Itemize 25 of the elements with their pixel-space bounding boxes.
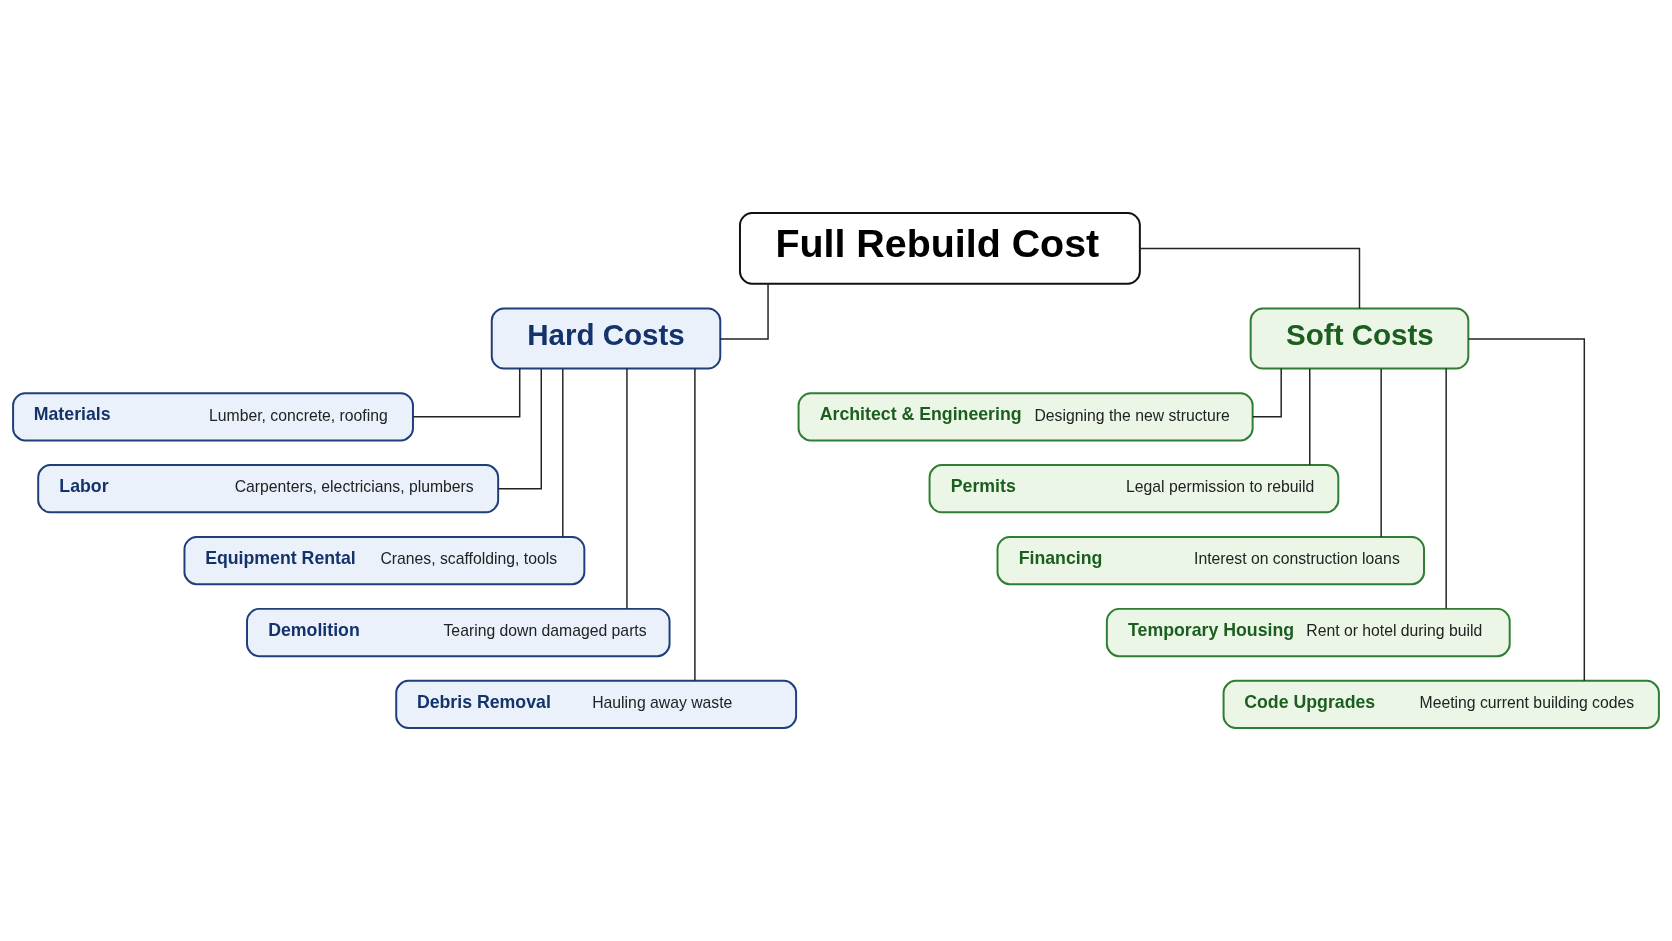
node-box: Architect & Engineering Designing the new structure <box>797 392 1254 442</box>
node-box: Permits Legal permission to rebuild <box>928 464 1340 514</box>
connector <box>1309 368 1311 466</box>
connector <box>1252 367 1282 418</box>
node-box: Hard Costs <box>490 307 722 370</box>
connector <box>562 368 564 538</box>
connector <box>719 283 769 340</box>
connector <box>694 368 696 682</box>
node-box: Debris Removal Hauling away waste <box>395 679 798 730</box>
node-box: Demolition Tearing down damaged parts <box>246 607 671 658</box>
connector <box>497 368 542 490</box>
node-box: Soft Costs <box>1249 307 1470 370</box>
node-box: Temporary Housing Rent or hotel during build <box>1105 607 1511 658</box>
connector <box>626 367 628 610</box>
node-box: Equipment Rental Cranes, scaffolding, tools <box>183 536 586 586</box>
node-box: Full Rebuild Cost <box>739 211 1141 285</box>
connector <box>412 367 521 418</box>
connector <box>1380 368 1382 538</box>
connector <box>1445 367 1447 610</box>
connector <box>1467 338 1586 682</box>
node-box: Labor Carpenters, electricians, plumbers <box>37 464 500 514</box>
node-box: Financing Interest on construction loans <box>996 536 1425 586</box>
node-box: Materials Lumber, concrete, roofing <box>12 392 414 442</box>
node-box: Code Upgrades Meeting current building codes <box>1222 679 1660 730</box>
connector <box>1139 247 1361 309</box>
